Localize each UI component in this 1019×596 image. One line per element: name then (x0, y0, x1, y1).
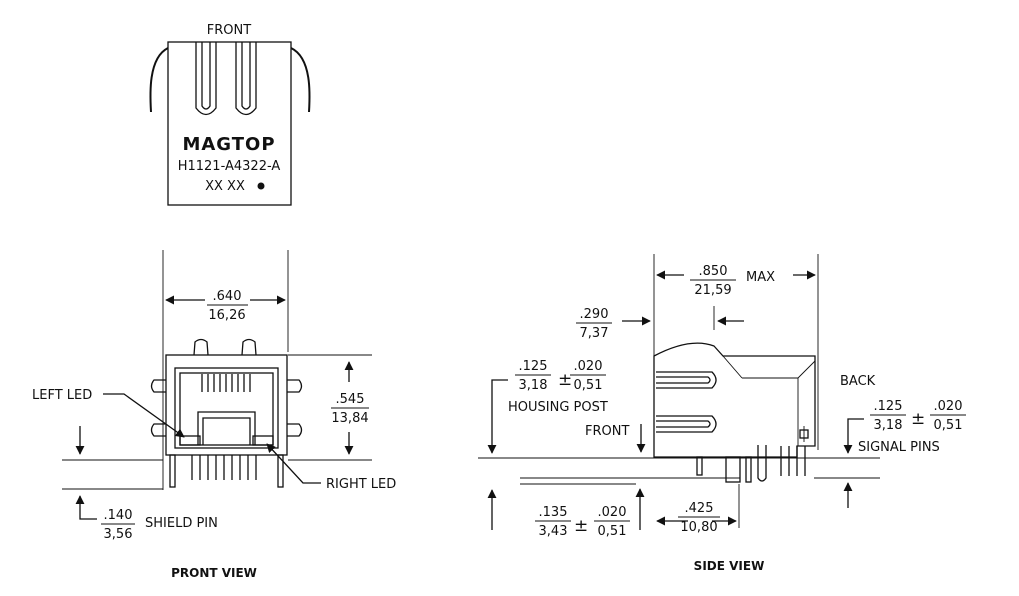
housing-front (165, 354, 288, 456)
side-tab-left-2 (150, 423, 166, 437)
side-post-2 (725, 456, 741, 483)
bot-tol-inch: .020 (598, 505, 627, 520)
side-front-label: FRONT (585, 424, 629, 439)
side-tab-right-2 (287, 423, 303, 437)
top-view: FRONT MAGTOP H1121-A4322-A XX XX (149, 23, 311, 206)
sig-plus-minus: ± (911, 409, 925, 429)
contact-fingers (201, 374, 251, 392)
contact-u-right-inner (241, 42, 251, 110)
width-mm: 16,26 (208, 308, 245, 323)
chamfer-line-3 (797, 360, 816, 379)
right-led-label: RIGHT LED (326, 477, 396, 492)
sig-arrow-down (843, 418, 864, 454)
offset-inch: .290 (580, 307, 609, 322)
side-contact-bottom (656, 415, 717, 433)
right-led-window (252, 435, 274, 446)
signal-pins-label: SIGNAL PINS (858, 440, 940, 455)
side-contact-top (656, 371, 717, 389)
top-body-outline (167, 41, 292, 206)
contact-u-left (195, 42, 217, 116)
side-view-caption: SIDE VIEW (694, 559, 765, 573)
post-inch: .125 (519, 359, 548, 374)
front-view-caption: PRONT VIEW (171, 566, 257, 580)
shield-pin-left (169, 454, 176, 488)
contact-u-left-inner (201, 42, 211, 110)
chamfer-line-1 (722, 355, 743, 379)
date-code: XX XX (205, 179, 245, 194)
top-post-left (193, 338, 209, 356)
left-led-leader (103, 393, 185, 438)
side-view: .850 21,59 MAX .290 7,37 (478, 254, 966, 573)
port-outer (174, 367, 279, 449)
post-arrow-down (487, 379, 508, 454)
post-tol-inch: .020 (574, 359, 603, 374)
side-contact-top-inner (656, 376, 711, 384)
height-inch: .545 (336, 392, 365, 407)
post-mm: 3,18 (519, 378, 548, 393)
shield-arrow-up (75, 495, 97, 520)
pitch-inch: .425 (685, 501, 714, 516)
shield-mm: 3,56 (104, 527, 133, 542)
post-tol-mm: 0,51 (574, 378, 603, 393)
top-front-label: FRONT (207, 23, 251, 38)
latch-outer (197, 411, 256, 445)
port-inner (179, 372, 274, 446)
bot-inch: .135 (539, 505, 568, 520)
bot-mm: 3,43 (539, 524, 568, 539)
sig-tol-mm: 0,51 (934, 418, 963, 433)
max-label: MAX (746, 270, 775, 285)
shield-inch: .140 (104, 508, 133, 523)
sig-inch: .125 (874, 399, 903, 414)
part-number: H1121-A4322-A (178, 159, 281, 174)
housing-post-label: HOUSING POST (508, 400, 608, 415)
sig-tol-inch: .020 (934, 399, 963, 414)
side-contact-bottom-inner (656, 420, 711, 428)
shield-pin-right (277, 454, 284, 488)
length-mm: 21,59 (694, 283, 731, 298)
bot-tol-mm: 0,51 (598, 524, 627, 539)
shield-pin-label: SHIELD PIN (145, 516, 218, 531)
left-clip (149, 47, 169, 113)
right-led-leader (266, 443, 321, 484)
side-post-3 (745, 456, 752, 483)
sig-mm: 3,18 (874, 418, 903, 433)
pitch-mm: 10,80 (680, 520, 717, 535)
height-mm: 13,84 (331, 411, 368, 426)
back-label: BACK (840, 374, 876, 389)
side-tab-right-1 (287, 379, 303, 393)
side-tab-left-1 (150, 379, 166, 393)
bot-plus-minus: ± (574, 516, 588, 536)
front-view: .640 16,26 (32, 250, 396, 580)
top-post-right (241, 338, 257, 356)
right-clip (290, 47, 311, 113)
contact-u-right (235, 42, 257, 116)
left-led-window (179, 435, 201, 446)
pin1-dot-icon (257, 182, 265, 190)
bottom-pins (169, 454, 284, 488)
side-spring-pin (757, 445, 767, 482)
brand-logo: MAGTOP (182, 134, 275, 155)
offset-mm: 7,37 (580, 326, 609, 341)
side-post-1 (696, 456, 703, 476)
length-inch: .850 (699, 264, 728, 279)
width-inch: .640 (213, 289, 242, 304)
post-plus-minus: ± (558, 370, 572, 390)
latch-tab (202, 417, 251, 445)
left-led-label: LEFT LED (32, 388, 92, 403)
side-housing (653, 342, 816, 458)
